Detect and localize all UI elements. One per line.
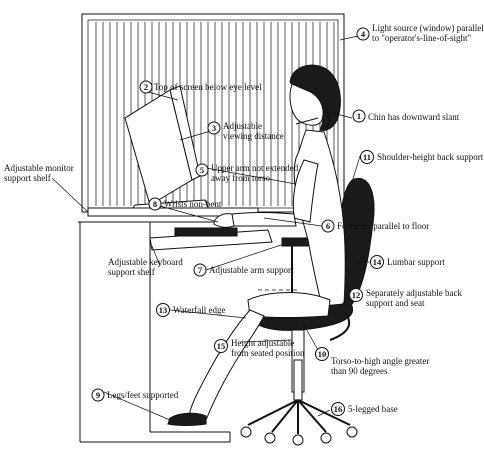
operator [167, 64, 346, 426]
svg-text:5-legged base: 5-legged base [348, 404, 398, 414]
svg-text:viewing distance: viewing distance [223, 131, 284, 141]
svg-text:support shelf: support shelf [108, 267, 155, 277]
leader-lines [51, 35, 370, 421]
svg-text:than 90 degrees: than 90 degrees [331, 366, 388, 376]
callout-11: 11 Shoulder-height back support [360, 150, 484, 164]
svg-text:15: 15 [217, 341, 226, 351]
svg-text:2: 2 [144, 82, 148, 92]
svg-text:9: 9 [96, 390, 100, 400]
svg-text:14: 14 [373, 257, 382, 267]
svg-text:7: 7 [198, 265, 203, 275]
keyboard-shelf [149, 227, 273, 251]
svg-text:Adjustable arm support: Adjustable arm support [209, 265, 294, 275]
svg-text:Forearms parallel to floor: Forearms parallel to floor [337, 221, 429, 231]
svg-text:to "operator's-line-of-sight": to "operator's-line-of-sight" [372, 33, 472, 43]
svg-text:Top of screen below eye level: Top of screen below eye level [154, 82, 262, 92]
svg-text:3: 3 [212, 123, 216, 133]
svg-text:13: 13 [159, 305, 168, 315]
svg-text:Legs/feet supported: Legs/feet supported [107, 390, 179, 400]
label-monitor-shelf: Adjustable monitor support shelf [4, 163, 74, 183]
svg-text:Wrists non-bent: Wrists non-bent [164, 199, 222, 209]
svg-text:Adjustable: Adjustable [223, 121, 262, 131]
callout-6: 6 Forearms parallel to floor [321, 219, 429, 233]
svg-text:away from torso: away from torso [211, 173, 270, 183]
callout-16: 16 5-legged base [331, 402, 398, 416]
svg-text:8: 8 [153, 199, 157, 209]
callout-1: 1 Chin has downward slant [352, 109, 460, 123]
callouts: 4 Light source (window) parallel to "ope… [4, 23, 484, 416]
svg-text:10: 10 [318, 349, 327, 359]
label-keyboard-shelf: Adjustable keyboard support shelf [108, 257, 183, 277]
callout-15: 15 Height adjustable from seated positio… [214, 338, 305, 358]
svg-text:Torso-to-high angle greater: Torso-to-high angle greater [331, 356, 429, 366]
callout-8: 8 Wrists non-bent [148, 197, 222, 211]
callout-3: 3 Adjustable viewing distance [207, 121, 284, 141]
caster-wheels [240, 426, 358, 446]
svg-text:Separately adjustable back: Separately adjustable back [366, 288, 462, 298]
svg-text:11: 11 [363, 152, 371, 162]
svg-text:1: 1 [357, 111, 361, 121]
svg-text:12: 12 [352, 290, 361, 300]
svg-text:Height adjustable: Height adjustable [231, 338, 294, 348]
svg-text:Adjustable keyboard: Adjustable keyboard [108, 257, 183, 267]
svg-text:Light source (window) parallel: Light source (window) parallel [372, 23, 484, 33]
svg-text:Shoulder-height back support: Shoulder-height back support [377, 152, 484, 162]
svg-text:16: 16 [334, 404, 343, 414]
svg-text:support and seat: support and seat [366, 298, 425, 308]
svg-text:4: 4 [361, 29, 366, 39]
svg-text:Adjustable monitor: Adjustable monitor [4, 163, 74, 173]
svg-text:Waterfall edge: Waterfall edge [173, 305, 226, 315]
callout-4: 4 Light source (window) parallel to "ope… [356, 23, 484, 43]
svg-text:5: 5 [200, 165, 204, 175]
callout-13: 13 Waterfall edge [156, 303, 226, 317]
svg-text:support shelf: support shelf [4, 173, 51, 183]
callout-9: 9 Legs/feet supported [91, 388, 179, 402]
svg-text:Chin has downward slant: Chin has downward slant [368, 112, 460, 122]
callout-14: 14 Lumbar support [370, 255, 445, 269]
callout-7: 7 Adjustable arm support [193, 263, 294, 277]
svg-text:6: 6 [326, 221, 330, 231]
svg-text:from seated position: from seated position [231, 348, 305, 358]
svg-text:Lumbar support: Lumbar support [387, 257, 445, 267]
callout-2: 2 Top of screen below eye level [139, 80, 262, 94]
svg-text:Upper arm not extended: Upper arm not extended [211, 163, 299, 173]
callout-10: 10 Torso-to-high angle greater than 90 d… [315, 347, 429, 376]
callout-12: 12 Separately adjustable back support an… [349, 288, 462, 308]
callout-5: 5 Upper arm not extended away from torso [195, 163, 299, 183]
